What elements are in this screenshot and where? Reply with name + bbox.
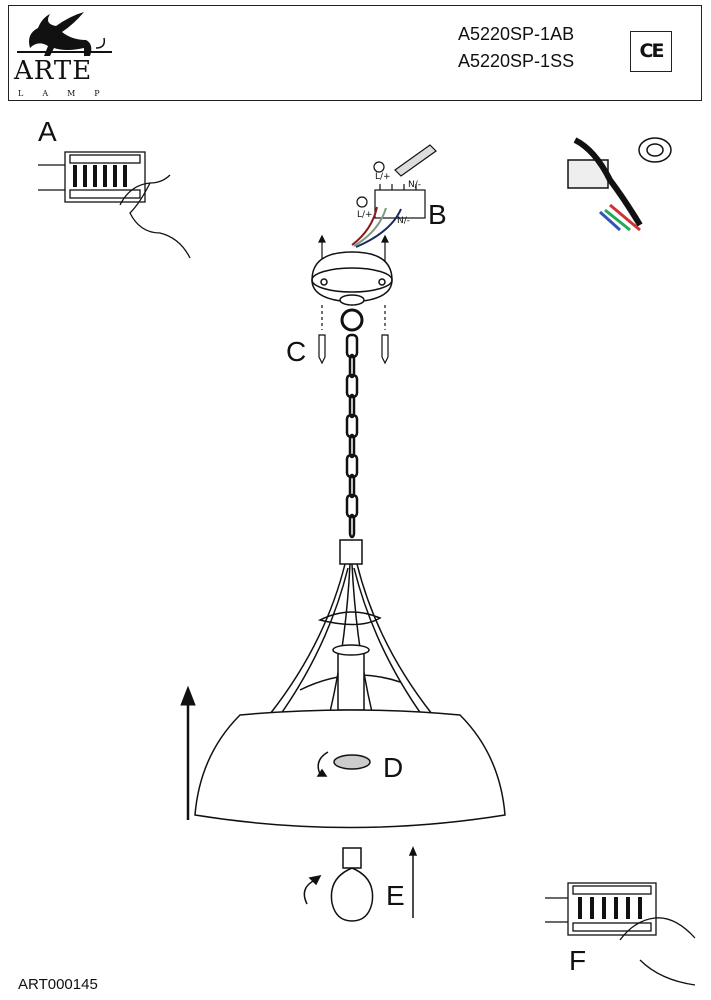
chain-link [348,433,356,459]
wire-label-neutral-top: N/- [408,180,422,190]
model-number-2: A5220SP-1SS [458,51,575,71]
chain-link [345,453,359,479]
wire-label-live: L/+ [357,210,373,220]
glass-shade [194,709,506,829]
step-label-a: A [38,116,57,147]
chain-link [348,353,356,379]
logo-lion-icon [17,12,112,56]
chain-link [345,373,359,399]
brand-logo: ARTE [14,56,93,86]
chain [345,333,359,539]
chain-link [348,513,356,539]
chain-link [345,413,359,439]
lift-arrow [180,685,196,820]
step-label-f: F [569,945,587,976]
wire-label-live-top: L/+ [375,172,391,182]
wire-label-neutral: N/- [397,216,411,226]
step-label-e: E [386,880,405,911]
chain-link [345,493,359,519]
ce-mark: CE [630,31,672,72]
wiring-connector-b [351,144,437,248]
document-code: ART000145 [18,976,98,993]
terminal-block-a [38,151,191,259]
header-box [8,5,702,101]
step-label-c: C [286,336,307,367]
chain-link [348,473,356,499]
ceiling-canopy [311,251,393,332]
chain-link [348,393,356,419]
step-label-b: B [428,199,447,230]
terminal-block-f [545,882,696,986]
step-label-d: D [383,752,404,783]
mount-arrows [318,234,389,262]
lamp-frame [268,539,434,719]
model-number-1: A5220SP-1AB [458,24,575,44]
insulating-tape-icon [567,137,672,232]
bulb-e [303,846,418,922]
screws-c [318,305,389,365]
brand-subtitle: LAMP [18,89,119,98]
chain-link [345,333,359,359]
